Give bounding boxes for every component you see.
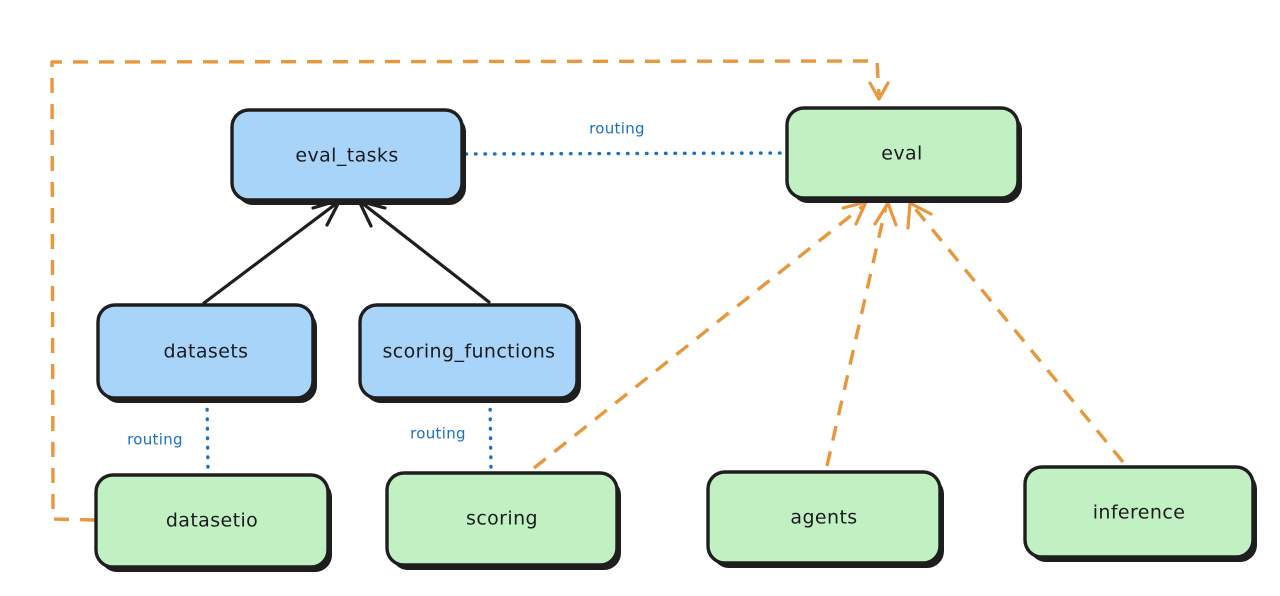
node-eval-tasks-box[interactable]: [230, 108, 464, 202]
node-eval-tasks[interactable]: eval_tasks: [230, 108, 466, 205]
edge-datasets-to-eval-tasks: [202, 198, 342, 305]
node-datasets[interactable]: datasets: [96, 303, 317, 403]
node-scoring-functions[interactable]: scoring_functions: [358, 303, 581, 403]
node-datasets-box[interactable]: [96, 303, 315, 400]
node-datasetio[interactable]: datasetio: [94, 473, 332, 572]
node-scoring-label: scoring: [466, 508, 538, 530]
node-scoring-functions-label: scoring_functions: [383, 341, 556, 363]
edge-label-routing-eval-tasks: routing: [589, 120, 645, 138]
node-scoring[interactable]: scoring: [385, 471, 621, 570]
edge-label-routing-datasets: routing: [127, 431, 183, 449]
node-scoring-box[interactable]: [385, 471, 619, 567]
edge-scoring-eval: [532, 200, 868, 470]
edge-label-routing-scoring-functions: routing: [410, 425, 466, 443]
node-inference-label: inference: [1093, 502, 1186, 524]
edge-datasetio-eval: [50, 59, 890, 522]
edge-scoring-functions-to-scoring: [488, 398, 493, 472]
edge-datasets-to-datasetio: [205, 398, 210, 474]
node-agents-label: agents: [790, 507, 857, 529]
edge-inference-eval: [906, 201, 1125, 464]
node-eval-tasks-label: eval_tasks: [295, 145, 398, 167]
edge-agents-eval: [825, 201, 898, 467]
node-scoring-functions-box[interactable]: [358, 303, 579, 400]
node-datasetio-box[interactable]: [94, 473, 330, 569]
node-inference-box[interactable]: [1023, 465, 1255, 559]
node-inference[interactable]: inference: [1023, 465, 1257, 562]
node-agents[interactable]: agents: [706, 470, 944, 568]
node-eval[interactable]: eval: [785, 106, 1022, 203]
node-agents-box[interactable]: [706, 470, 942, 565]
node-datasets-label: datasets: [164, 341, 249, 363]
edge-eval-tasks-to-eval: [464, 151, 786, 156]
edge-scoring-functions-to-eval-tasks: [357, 199, 491, 304]
node-eval-label: eval: [881, 143, 922, 165]
node-eval-box[interactable]: [785, 106, 1020, 200]
node-datasetio-label: datasetio: [166, 510, 258, 532]
